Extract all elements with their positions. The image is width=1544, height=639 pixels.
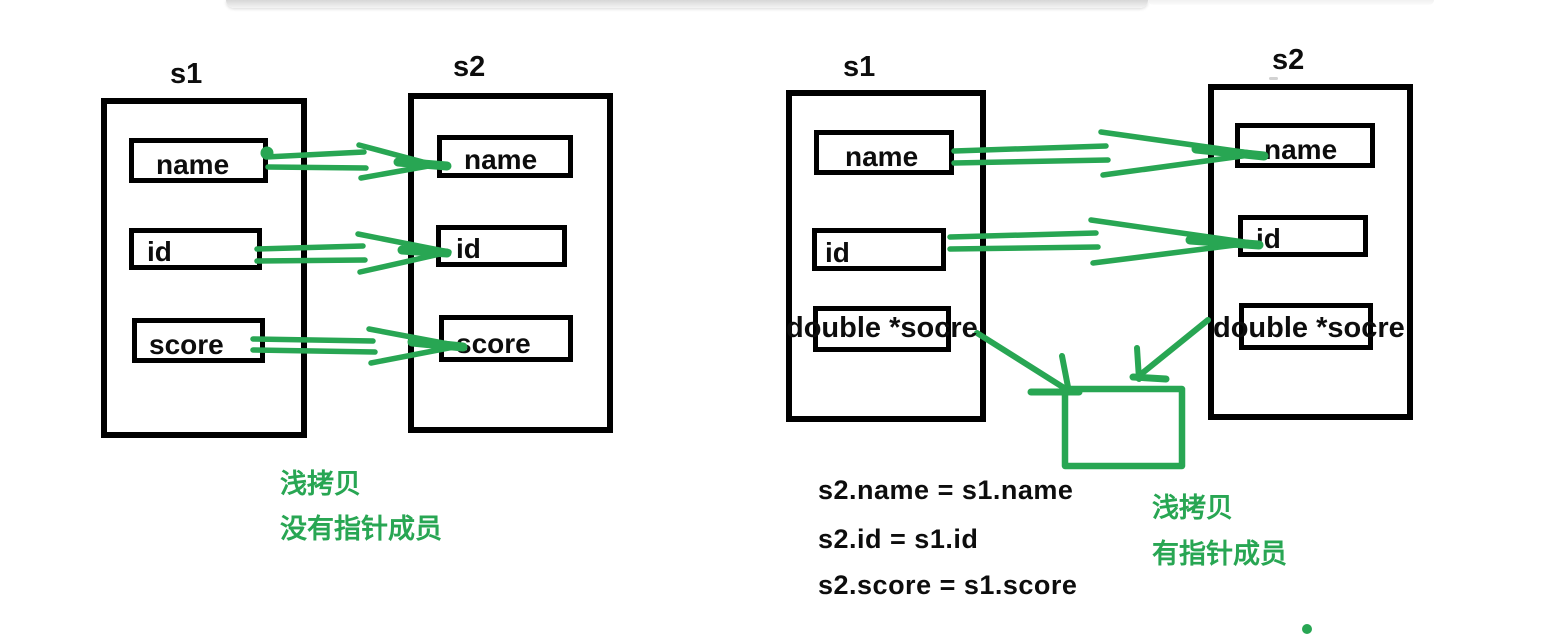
assignment-name: s2.name = s1.name	[818, 475, 1074, 505]
left-s2-label: s2	[453, 51, 486, 83]
right-s1-label: s1	[843, 51, 876, 83]
field-label: id	[456, 233, 481, 264]
right-caption-line1: 浅拷贝	[1152, 493, 1233, 523]
right-s1-pointer-label: double *socre	[786, 312, 978, 344]
field-label: name	[1264, 134, 1338, 165]
left-s1-struct-box	[101, 98, 307, 438]
right-s2-field-name: name	[1235, 123, 1375, 168]
field-label: name	[156, 149, 230, 180]
left-s2-field-id: id	[436, 225, 567, 267]
field-label: id	[1256, 223, 1281, 254]
field-label: name	[845, 141, 919, 172]
left-caption-line1: 浅拷贝	[280, 469, 361, 499]
left-caption-line2: 没有指针成员	[280, 514, 442, 544]
window-bottom-edge	[226, 0, 1148, 8]
field-label: id	[147, 236, 172, 267]
right-s1-field-id: id	[812, 228, 946, 271]
right-s2-field-pointer-box	[1239, 303, 1373, 350]
right-s1-field-pointer-box	[813, 306, 951, 352]
field-label: id	[825, 237, 850, 268]
stray-mark	[1269, 77, 1278, 80]
right-caption-line2: 有指针成员	[1152, 539, 1287, 569]
right-s2-pointer-label: double *socre	[1213, 312, 1405, 344]
left-s1-field-id: id	[129, 228, 262, 270]
stray-green-dot	[1302, 624, 1312, 634]
pointer-arrow-s2-to-heap	[1129, 317, 1211, 383]
heap-memory-box	[1061, 385, 1186, 470]
field-label: score	[149, 329, 224, 360]
left-s2-field-score: score	[439, 315, 573, 362]
left-s1-label: s1	[170, 58, 203, 90]
pointer-arrow-s1-to-heap	[974, 330, 1083, 396]
window-bottom-edge-faint	[1148, 0, 1434, 5]
right-s2-label: s2	[1272, 44, 1305, 76]
right-s1-struct-box	[786, 90, 986, 422]
assignment-id: s2.id = s1.id	[818, 524, 979, 554]
field-label: name	[464, 144, 538, 175]
right-s2-field-id: id	[1238, 215, 1368, 257]
left-s1-field-name: name	[129, 138, 268, 183]
right-s1-field-name: name	[814, 130, 954, 175]
assignment-score: s2.score = s1.score	[818, 570, 1078, 600]
field-label: score	[456, 328, 531, 359]
left-s2-field-name: name	[437, 135, 573, 178]
left-s1-field-score: score	[132, 318, 265, 363]
